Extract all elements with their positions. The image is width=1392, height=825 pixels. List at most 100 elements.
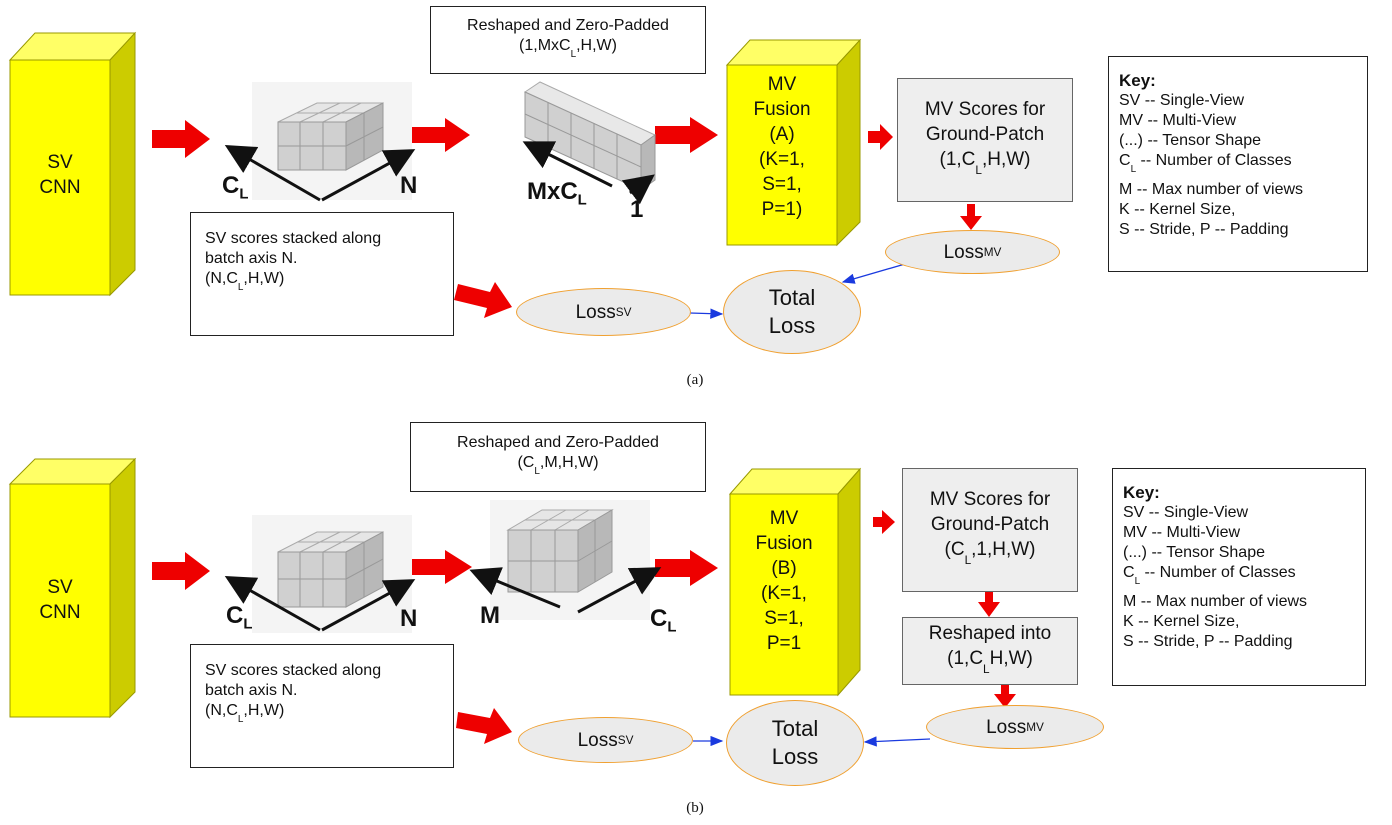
sv-scores-b-line2: batch axis N. bbox=[205, 682, 298, 699]
n-axis-label: N bbox=[400, 172, 418, 199]
n-axis-arrow-b bbox=[321, 579, 416, 632]
mv-scores-box-b: MV Scores for Ground-Patch (CL,1,H,W) bbox=[902, 468, 1078, 592]
reshaped-into-line2: (1,CLH,W) bbox=[947, 647, 1033, 676]
reshape-box-b: Reshaped and Zero-Padded (CL,M,H,W) bbox=[410, 422, 706, 492]
reshape-line1: Reshaped and Zero-Padded bbox=[467, 16, 669, 34]
red-arrow-b6 bbox=[994, 684, 1016, 708]
cl-axis-arrow-b bbox=[224, 576, 321, 632]
panel-a-graphics bbox=[8, 31, 982, 319]
key-line-kernel: K -- Kernel Size, bbox=[1119, 201, 1236, 218]
fusion-line5: S=1, bbox=[762, 174, 802, 195]
key-line-tensor: (...) -- Tensor Shape bbox=[1119, 132, 1261, 149]
sv-scores-line2: batch axis N. bbox=[205, 250, 298, 267]
mv-scores-b-line2: Ground-Patch bbox=[930, 514, 1050, 536]
mv-scores-b-line1: MV Scores for bbox=[929, 489, 1051, 511]
fusion-block bbox=[725, 38, 862, 247]
n-axis-arrow bbox=[321, 149, 416, 202]
fusion-b-line6: P=1 bbox=[766, 633, 802, 654]
blue-arrow-mv bbox=[841, 263, 906, 284]
red-arrow-b5 bbox=[978, 592, 1000, 617]
reshaped-scores-cube-b bbox=[490, 500, 650, 620]
sv-cnn-line2-b: CNN bbox=[39, 602, 81, 623]
sv-cnn-block-b bbox=[8, 457, 137, 719]
red-arrow-2 bbox=[410, 118, 470, 152]
sv-cnn-line1-b: SV bbox=[47, 577, 73, 598]
key-b-line-stride: S -- Stride, P -- Padding bbox=[1123, 633, 1293, 650]
red-arrow-4 bbox=[868, 124, 893, 150]
red-arrow-b7 bbox=[456, 708, 512, 744]
mv-scores-box: MV Scores for Ground-Patch (1,CL,H,W) bbox=[897, 78, 1073, 202]
fusion-b-line3: (B) bbox=[771, 558, 797, 579]
red-arrow-3 bbox=[655, 117, 718, 153]
panel-b: SV CNN Reshaped and Zero-Padded (CL,M,H,… bbox=[0, 412, 1392, 824]
mv-scores-line1: MV Scores for bbox=[924, 99, 1046, 121]
blue-arrow-mv-b bbox=[863, 736, 931, 747]
red-arrow-5 bbox=[960, 204, 982, 230]
sv-cnn-label: SV CNN bbox=[10, 150, 110, 200]
cl-axis-arrow-b2 bbox=[577, 567, 662, 614]
sv-cnn-block bbox=[8, 31, 137, 297]
fusion-b-line1: MV bbox=[769, 508, 799, 529]
one-axis-label: 1 bbox=[630, 196, 644, 223]
key-line-mv: MV -- Multi-View bbox=[1119, 112, 1237, 129]
cl-axis-label-b: CL bbox=[226, 602, 253, 633]
sv-cnn-line1: SV bbox=[47, 152, 73, 173]
key-line-views: M -- Max number of views bbox=[1119, 181, 1304, 198]
sv-scores-b-line3: (N,CL,H,W) bbox=[205, 702, 285, 725]
m-axis-arrow bbox=[469, 567, 561, 609]
mv-scores-b-line3: (CL,1,H,W) bbox=[944, 539, 1036, 567]
fusion-line1: MV bbox=[767, 74, 797, 95]
red-arrow-1 bbox=[152, 120, 210, 158]
key-b-line-classes: CL -- Number of Classes bbox=[1123, 564, 1296, 587]
key-title-b: Key: bbox=[1123, 483, 1160, 502]
red-arrow-b3 bbox=[655, 550, 718, 586]
fusion-line4: (K=1, bbox=[759, 149, 805, 170]
sv-scores-line3: (N,CL,H,W) bbox=[205, 270, 285, 293]
fusion-line2: Fusion bbox=[753, 99, 811, 120]
reshaped-into-box: Reshaped into (1,CLH,W) bbox=[902, 617, 1078, 685]
reshape-line2-b: (CL,M,H,W) bbox=[517, 453, 599, 477]
stacked-scores-cube-b bbox=[252, 515, 412, 633]
blue-arrow-sv bbox=[689, 308, 724, 319]
mv-scores-line3: (1,CL,H,W) bbox=[939, 149, 1031, 177]
reshape-line2: (1,MxCL,H,W) bbox=[519, 36, 617, 60]
key-b-line-sv: SV -- Single-View bbox=[1123, 504, 1249, 521]
fusion-label: MV Fusion (A) (K=1, S=1, P=1) bbox=[727, 72, 837, 222]
key-title: Key: bbox=[1119, 71, 1156, 90]
red-arrow-b2 bbox=[412, 550, 472, 584]
key-box-b: Key: SV -- Single-View MV -- Multi-View … bbox=[1112, 468, 1366, 686]
sv-cnn-line2: CNN bbox=[39, 177, 81, 198]
key-line-stride: S -- Stride, P -- Padding bbox=[1119, 221, 1289, 238]
cl-axis-label: CL bbox=[222, 172, 249, 203]
mv-scores-line2: Ground-Patch bbox=[925, 124, 1045, 146]
key-b-line-views: M -- Max number of views bbox=[1123, 593, 1308, 610]
key-b-line-kernel: K -- Kernel Size, bbox=[1123, 613, 1240, 630]
caption-b: (b) bbox=[686, 800, 704, 816]
one-axis-arrow bbox=[621, 174, 655, 205]
fusion-line6: P=1) bbox=[761, 199, 803, 220]
sv-scores-box: SV scores stacked along batch axis N. (N… bbox=[190, 212, 454, 336]
fusion-line3: (A) bbox=[769, 124, 795, 145]
red-arrow-6 bbox=[454, 282, 512, 318]
fusion-b-line4: (K=1, bbox=[761, 583, 807, 604]
fusion-block-b bbox=[728, 467, 862, 697]
mxcl-axis-label: MxCL bbox=[527, 178, 587, 209]
cl-axis-arrow bbox=[224, 144, 321, 202]
sv-scores-box-b: SV scores stacked along batch axis N. (N… bbox=[190, 644, 454, 768]
key-b-line-tensor: (...) -- Tensor Shape bbox=[1123, 544, 1265, 561]
reshape-box: Reshaped and Zero-Padded (1,MxCL,H,W) bbox=[430, 6, 706, 74]
total-loss-line2: Loss bbox=[768, 313, 816, 338]
total-loss-ellipse-b: Total Loss bbox=[726, 700, 864, 786]
n-axis-label-b: N bbox=[400, 605, 418, 632]
cl-axis-label-b2: CL bbox=[650, 605, 677, 636]
fusion-b-line5: S=1, bbox=[764, 608, 804, 629]
m-axis-label: M bbox=[480, 602, 500, 629]
key-line-classes: CL -- Number of Classes bbox=[1119, 152, 1292, 175]
reshape-line1-b: Reshaped and Zero-Padded bbox=[457, 433, 659, 451]
total-loss-line1: Total bbox=[768, 285, 816, 310]
red-arrow-b1 bbox=[152, 552, 210, 590]
